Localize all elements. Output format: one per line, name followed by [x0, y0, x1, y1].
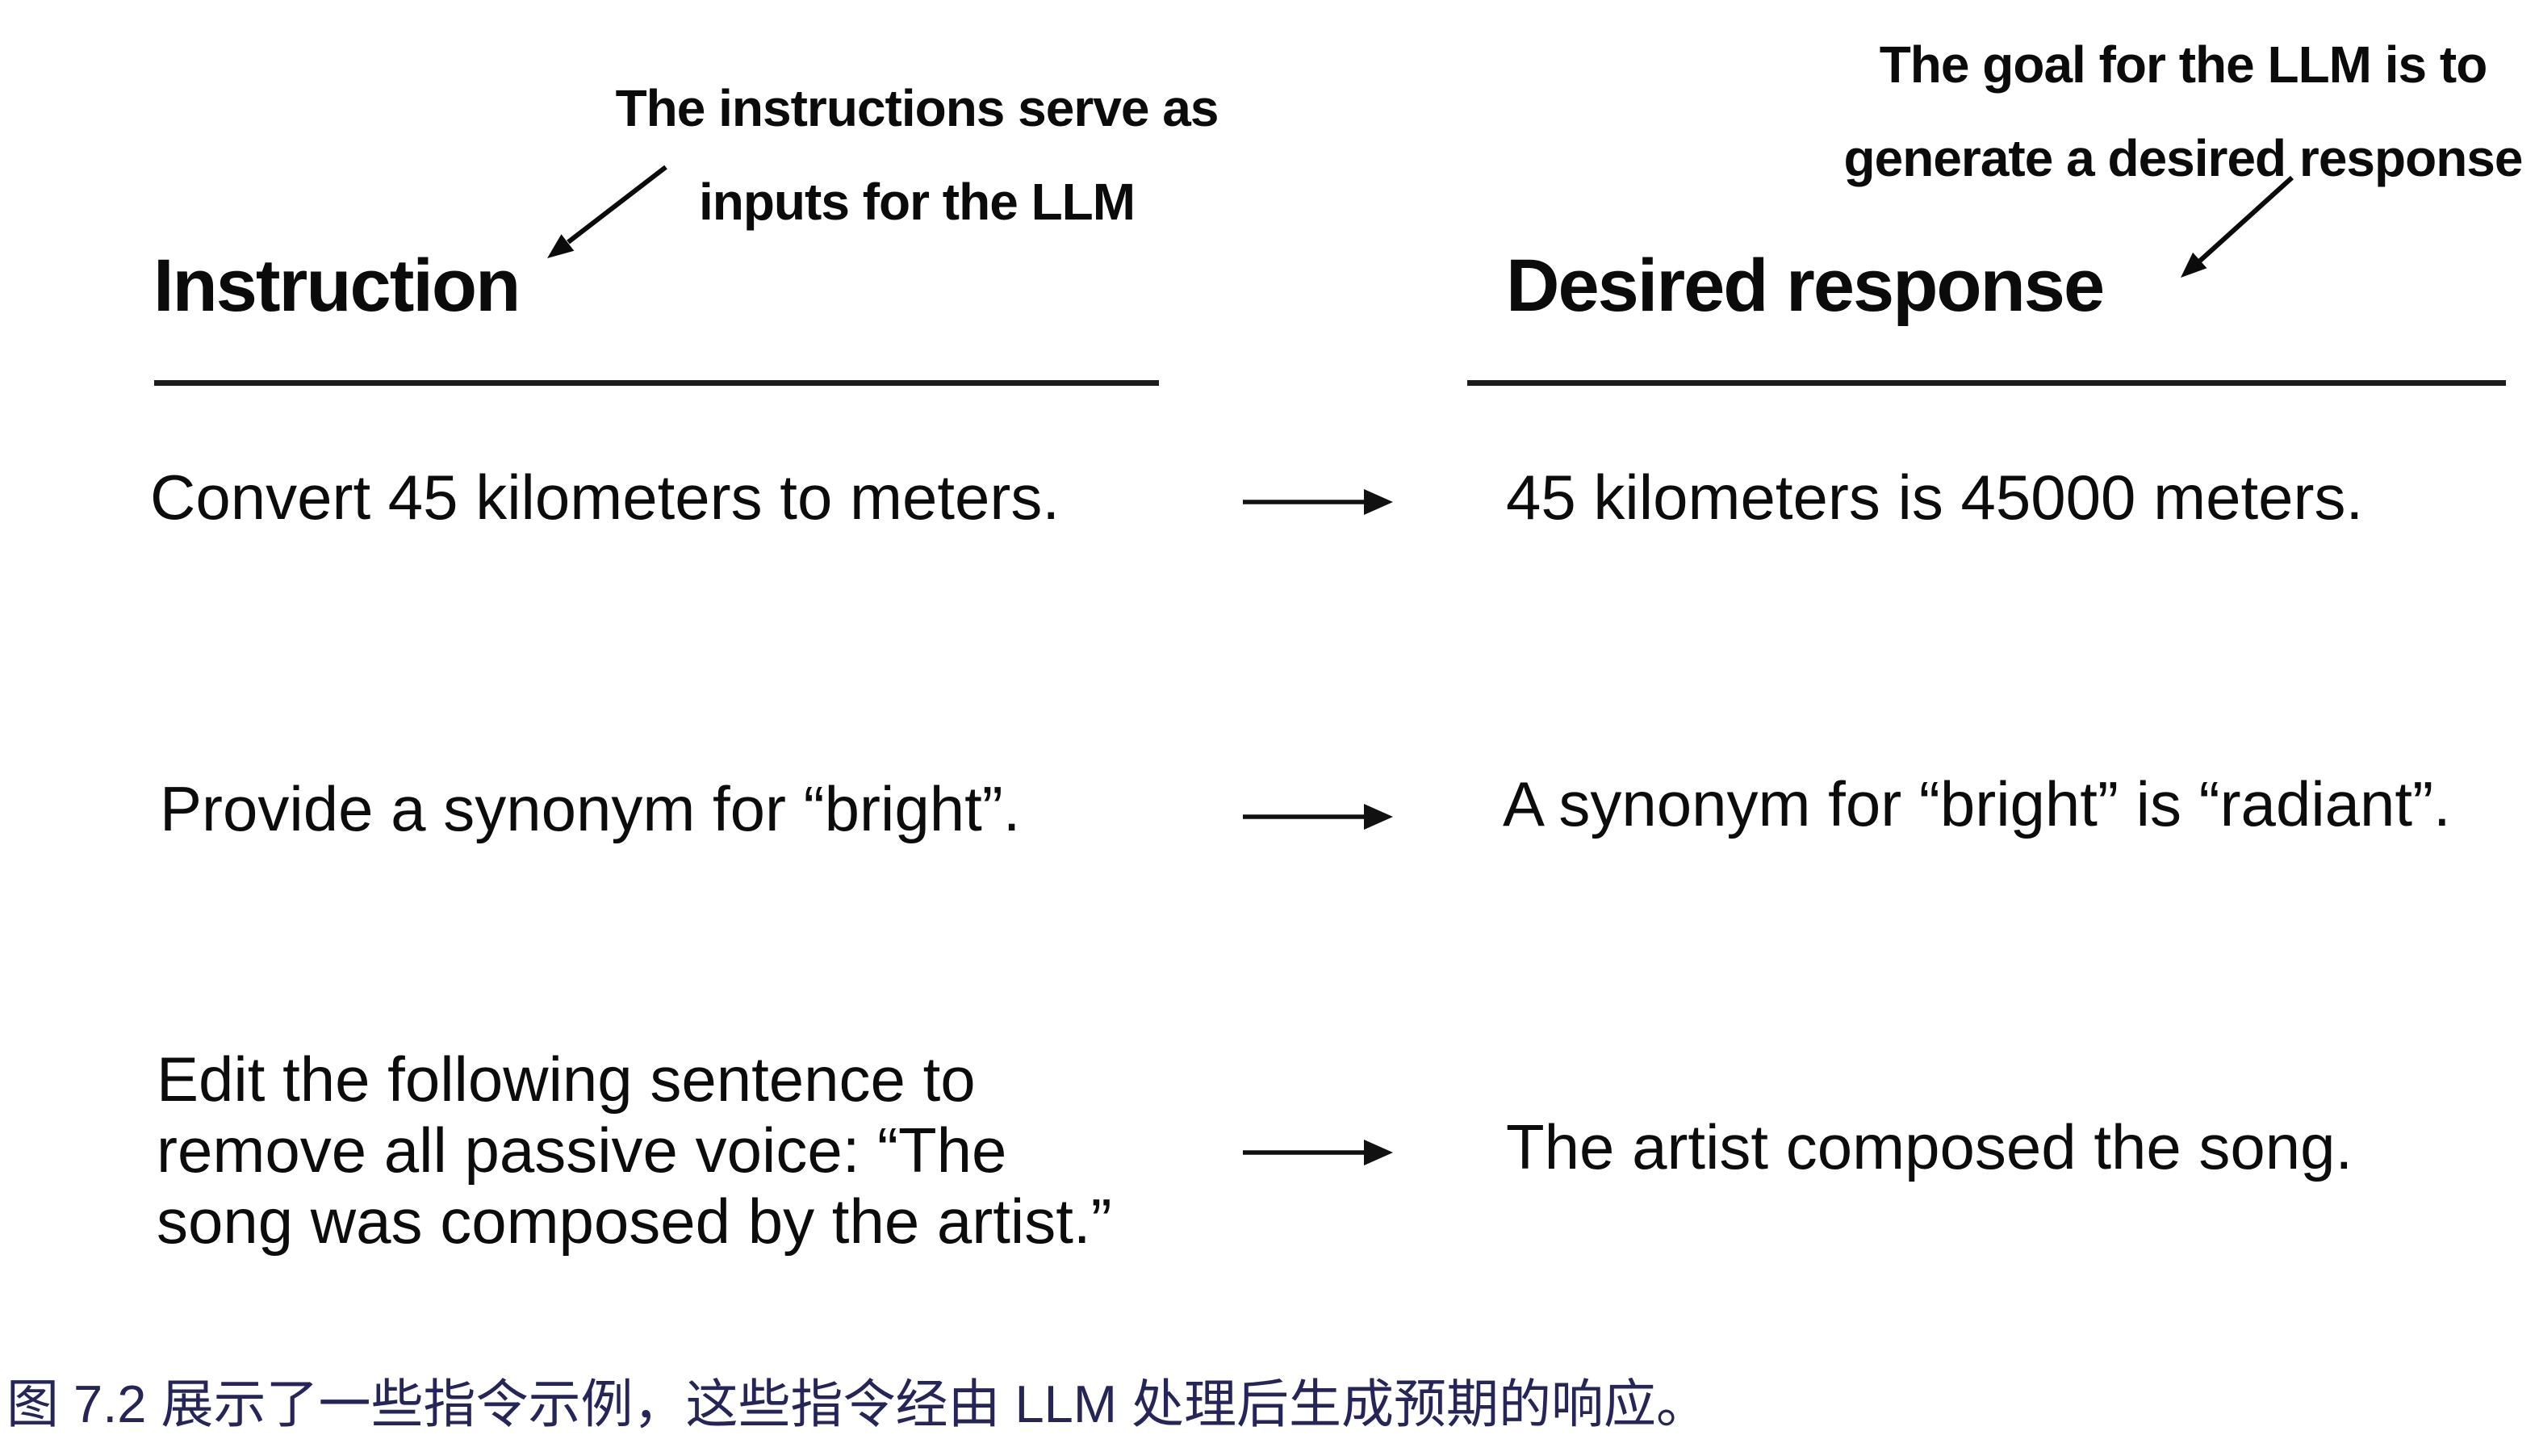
instruction-line: remove all passive voice: “The: [157, 1115, 1007, 1186]
annotation-arrow-right-icon: [2181, 175, 2294, 278]
instruction-line: song was composed by the artist.”: [157, 1186, 1112, 1257]
response-cell: The artist composed the song.: [1506, 1111, 2353, 1182]
instruction-line: Convert 45 kilometers to meters.: [150, 462, 1060, 533]
instruction-cell: Convert 45 kilometers to meters.: [150, 462, 1060, 533]
annotation-left-line2: inputs for the LLM: [698, 173, 1136, 231]
column-header-instruction: Instruction: [153, 245, 521, 327]
column-header-response: Desired response: [1506, 245, 2105, 327]
flow-arrow-icon: [1243, 489, 1393, 515]
annotation-arrow-left-icon: [547, 165, 667, 258]
figure-caption: 图 7.2 展示了一些指令示例，这些指令经由 LLM 处理后生成预期的响应。: [6, 1374, 1709, 1433]
instruction-line: Provide a synonym for “bright”.: [160, 773, 1021, 844]
annotation-left: The instructions serve as inputs for the…: [433, 61, 1401, 249]
annotation-right: The goal for the LLM is to generate a de…: [1695, 18, 2539, 205]
response-cell: 45 kilometers is 45000 meters.: [1506, 462, 2364, 533]
flow-arrow-icon: [1243, 1140, 1393, 1165]
annotation-left-line1: The instructions serve as: [615, 79, 1219, 137]
column-underline-left: [154, 380, 1159, 386]
response-cell: A synonym for “bright” is “radiant”.: [1503, 768, 2451, 839]
instruction-cell: Provide a synonym for “bright”.: [160, 773, 1020, 844]
annotation-right-line2: generate a desired response: [1843, 129, 2524, 187]
flow-arrow-icon: [1243, 804, 1393, 830]
instruction-cell: Edit the following sentence to remove al…: [157, 1044, 1112, 1257]
column-underline-right: [1467, 380, 2506, 386]
instruction-line: Edit the following sentence to: [157, 1044, 976, 1115]
annotation-right-line1: The goal for the LLM is to: [1879, 36, 2488, 94]
